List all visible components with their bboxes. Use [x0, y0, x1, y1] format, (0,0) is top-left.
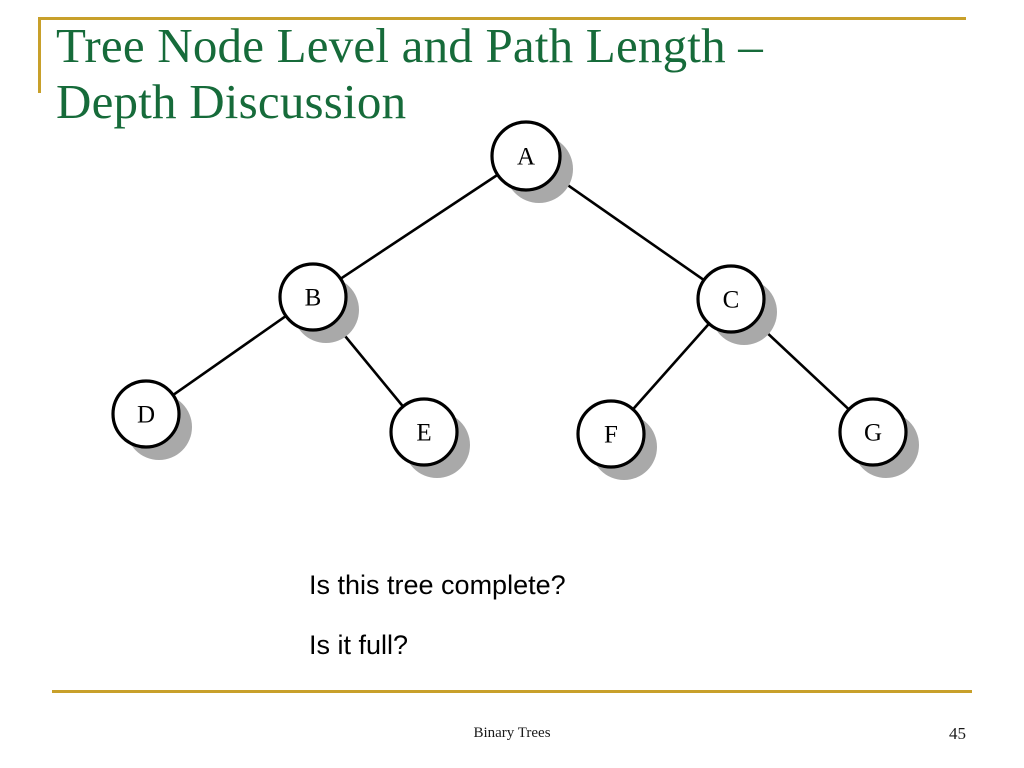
- tree-node-f[interactable]: F: [576, 399, 646, 469]
- tree-node-g[interactable]: G: [838, 397, 908, 467]
- footer-rule: [52, 690, 972, 693]
- tree-svg-canvas: A B C D E F G: [111, 120, 919, 480]
- node-circle-a: [490, 120, 562, 192]
- node-circle-g: [838, 397, 908, 467]
- footer-title: Binary Trees: [473, 725, 551, 741]
- title-top-rule: [38, 17, 966, 20]
- footer-page-number: 45: [949, 724, 966, 743]
- page-title: Tree Node Level and Path Length – Depth …: [56, 18, 763, 129]
- tree-node-layer: A B C D E F G: [111, 120, 908, 469]
- question-line-complete: Is this tree complete?: [309, 570, 566, 600]
- node-circle-b: [278, 262, 348, 332]
- node-circle-c: [696, 264, 766, 334]
- tree-edge-c-f: [631, 322, 711, 411]
- node-label-e: E: [416, 420, 431, 447]
- node-label-c: C: [723, 287, 740, 314]
- tree-node-b[interactable]: B: [278, 262, 348, 332]
- tree-node-e[interactable]: E: [389, 397, 459, 467]
- question-line-full: Is it full?: [309, 630, 409, 660]
- tree-node-d[interactable]: D: [111, 379, 181, 449]
- tree-node-a[interactable]: A: [490, 120, 562, 192]
- node-label-d: D: [137, 402, 155, 429]
- tree-edge-c-g: [754, 320, 850, 411]
- binary-tree-diagram: A B C D E F G: [0, 110, 1024, 510]
- tree-edge-b-d: [172, 314, 287, 397]
- tree-edge-a-c: [553, 174, 705, 282]
- tree-edge-a-b: [339, 173, 499, 280]
- question-block: Is this tree complete? Is it full?: [309, 570, 909, 660]
- node-label-a: A: [517, 144, 535, 171]
- node-circle-f: [576, 399, 646, 469]
- node-label-f: F: [604, 422, 618, 449]
- node-circle-e: [389, 397, 459, 467]
- tree-node-c[interactable]: C: [696, 264, 766, 334]
- node-label-g: G: [864, 420, 882, 447]
- title-left-rule: [38, 17, 41, 93]
- node-label-b: B: [305, 285, 322, 312]
- node-circle-d: [111, 379, 181, 449]
